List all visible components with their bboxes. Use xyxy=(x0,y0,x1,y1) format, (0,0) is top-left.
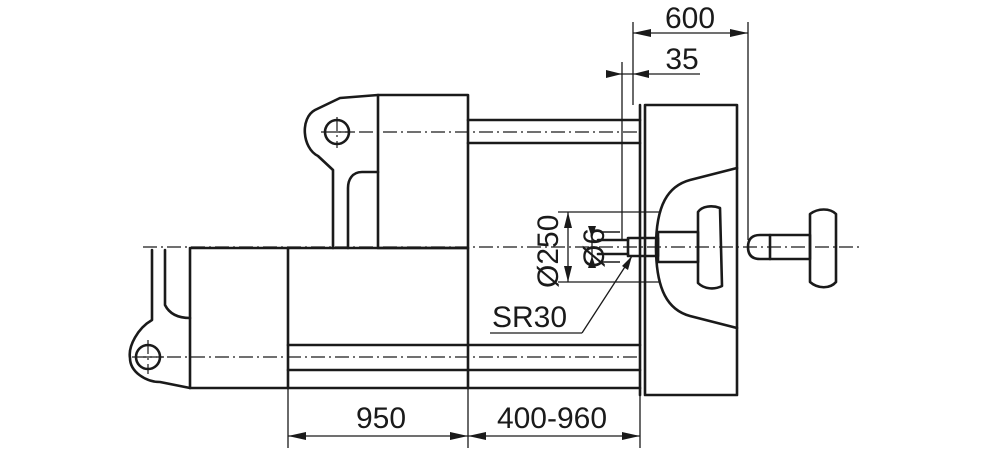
upper-hinge-bracket xyxy=(303,93,380,250)
dim-35-label: 35 xyxy=(665,43,698,76)
dim-250-label: Ø250 xyxy=(532,215,565,288)
sr30-label: SR30 xyxy=(492,301,567,334)
nozzle-assembly xyxy=(596,205,724,290)
lower-hinge-bracket xyxy=(128,248,192,390)
upper-block xyxy=(376,93,642,250)
dim-bottom: 950 400-960 xyxy=(287,388,641,448)
platen xyxy=(638,103,739,397)
dim-600-label: 600 xyxy=(665,2,715,35)
sr30-callout: SR30 xyxy=(490,255,633,334)
dim-35: 35 xyxy=(606,43,700,240)
dim-400-960-label: 400-960 xyxy=(497,402,607,435)
dim-950-label: 950 xyxy=(356,402,406,435)
nozzle-tip-handle xyxy=(746,208,838,289)
dim-diameters: Ø250 Ø6 xyxy=(532,211,660,288)
dim-6-label: Ø6 xyxy=(578,228,611,268)
center-lines xyxy=(132,117,860,374)
dim-600: 600 xyxy=(632,2,749,240)
main-body xyxy=(188,246,642,390)
